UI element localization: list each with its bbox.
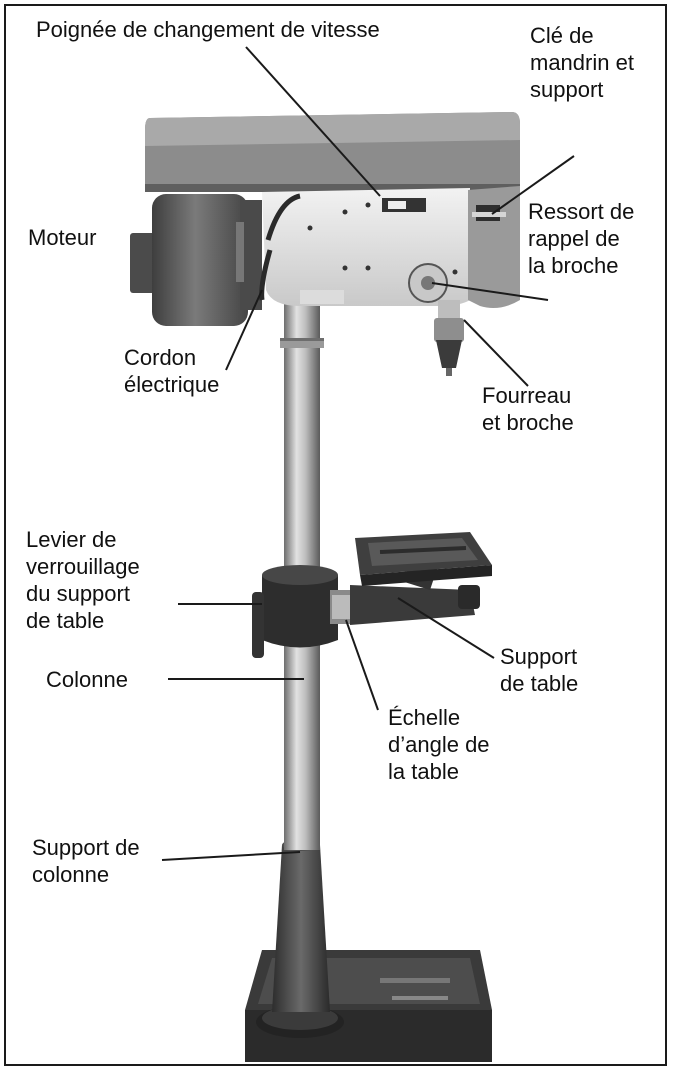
label-angle-scale: Échelle d’angle de la table [388, 705, 490, 784]
motor [130, 194, 262, 326]
label-motor: Moteur [28, 225, 97, 250]
label-table-bracket: Support de table [500, 644, 579, 696]
label-quill-spindle: Fourreau et broche [482, 383, 574, 435]
label-power-cord: Cordon électrique [124, 345, 220, 397]
label-lock-lever: Levier de verrouillage du support de tab… [26, 527, 140, 633]
power-cord [259, 193, 301, 301]
label-chuck-key: Clé de mandrin et support [530, 23, 634, 102]
table-bracket-assembly [252, 560, 480, 658]
feed-hub [408, 263, 448, 303]
label-return-spring: Ressort de rappel de la broche [528, 199, 635, 278]
quill-and-chuck [434, 300, 464, 376]
label-column: Colonne [46, 667, 128, 692]
label-speed-handle: Poignée de changement de vitesse [36, 17, 380, 42]
belt-cover [145, 112, 520, 192]
label-column-support: Support de colonne [32, 835, 140, 887]
spindle-housing [468, 186, 520, 308]
column-support [272, 839, 330, 1012]
work-table [355, 532, 492, 586]
leader-lines [161, 46, 575, 861]
